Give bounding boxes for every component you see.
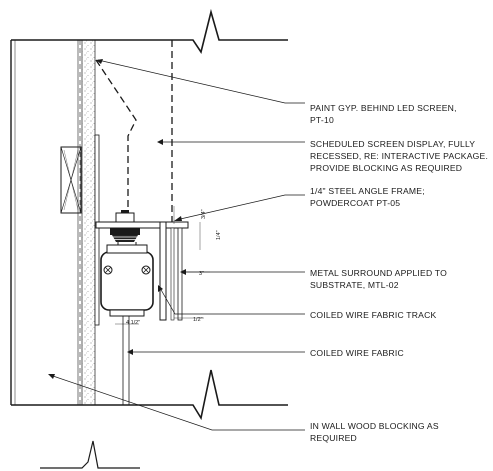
dim-track-offset: 4 1/2"	[126, 320, 140, 326]
steel-angle-frame	[95, 221, 189, 321]
note-steel-angle: 1/4" STEEL ANGLE FRAME; POWDERCOAT PT-05	[310, 186, 427, 208]
led-screen-outline	[95, 40, 173, 222]
wood-blocking	[60, 146, 82, 214]
bolt-icon	[110, 210, 140, 242]
note-paint-gyp: PAINT GYP. BEHIND LED SCREEN, PT-10	[310, 103, 459, 125]
note-fabric-track: COILED WIRE FABRIC TRACK	[310, 310, 436, 320]
dim-surround-depth: 3"	[199, 271, 204, 277]
leader-arrowheads	[48, 59, 186, 379]
coiled-wire-fabric	[122, 316, 130, 405]
surround-strip	[94, 134, 100, 326]
note-screen-display: SCHEDULED SCREEN DISPLAY, FULLY RECESSED…	[310, 139, 491, 173]
wall-face-lines	[10, 40, 81, 405]
note-metal-surround: METAL SURROUND APPLIED TO SUBSTRATE, MTL…	[310, 268, 450, 290]
note-coiled-fabric: COILED WIRE FABRIC	[310, 348, 404, 358]
break-lines	[11, 8, 288, 469]
gypsum-board	[81, 39, 96, 406]
dim-angle-thickness: 1/4"	[216, 230, 222, 240]
note-wood-blocking: IN WALL WOOD BLOCKING AS REQUIRED	[310, 421, 441, 443]
dim-surround-gap: 1/2"	[193, 317, 203, 323]
dim-angle-leg: 3/4"	[201, 209, 207, 219]
leader-lines	[49, 59, 305, 431]
fabric-track-carrier	[100, 242, 154, 317]
